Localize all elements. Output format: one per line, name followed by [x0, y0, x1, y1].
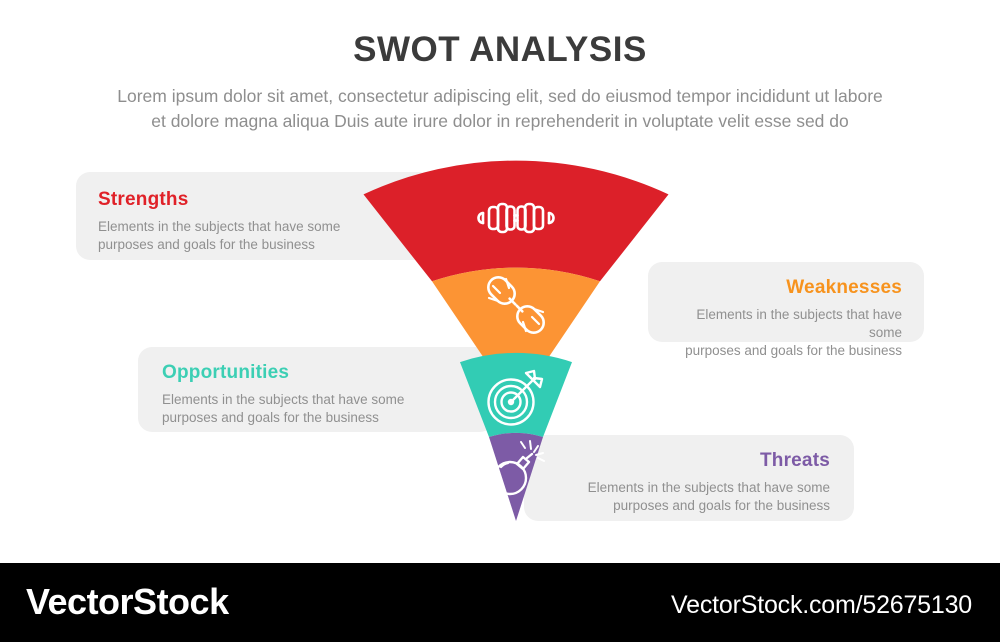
- page-subtitle: Lorem ipsum dolor sit amet, consectetur …: [50, 84, 950, 134]
- swot-card-strengths[interactable]: Strengths Elements in the subjects that …: [76, 172, 432, 260]
- card-description-strengths: Elements in the subjects that have some …: [98, 218, 412, 254]
- card-description-threats: Elements in the subjects that have some …: [544, 479, 830, 515]
- funnel-band-weaknesses[interactable]: [432, 267, 600, 363]
- vectorstock-logo: VectorStock: [26, 581, 229, 622]
- card-title-strengths: Strengths: [98, 189, 189, 210]
- card-description-weaknesses: Elements in the subjects that have some …: [668, 306, 902, 360]
- card-desc-line-1: Elements in the subjects that have some: [162, 392, 405, 407]
- vectorstock-url: VectorStock.com/52675130: [671, 591, 972, 619]
- card-desc-line-1: Elements in the subjects that have some: [696, 307, 902, 340]
- swot-card-weaknesses[interactable]: Weaknesses Elements in the subjects that…: [648, 262, 924, 358]
- card-desc-line-2: purposes and goals for the business: [613, 498, 830, 513]
- dumbbell-icon: [477, 202, 555, 234]
- card-desc-line-1: Elements in the subjects that have some: [98, 219, 341, 234]
- bomb-icon: [492, 440, 545, 496]
- card-desc-line-2: purposes and goals for the business: [98, 237, 315, 252]
- card-description-opportunities: Elements in the subjects that have some …: [162, 391, 474, 427]
- card-desc-line-1: Elements in the subjects that have some: [587, 480, 830, 495]
- header: SWOT ANALYSIS Lorem ipsum dolor sit amet…: [0, 28, 1000, 134]
- card-title-weaknesses: Weaknesses: [786, 277, 902, 298]
- swot-funnel-diagram: [350, 160, 690, 532]
- page-title: SWOT ANALYSIS: [353, 30, 647, 69]
- swot-card-threats[interactable]: Threats Elements in the subjects that ha…: [524, 435, 854, 521]
- subtitle-line-2: et dolore magna aliqua Duis aute irure d…: [151, 111, 849, 131]
- swot-card-opportunities[interactable]: Opportunities Elements in the subjects t…: [138, 347, 494, 432]
- subtitle-line-1: Lorem ipsum dolor sit amet, consectetur …: [117, 86, 883, 106]
- card-title-opportunities: Opportunities: [162, 362, 290, 383]
- broken-chain-icon: [487, 276, 545, 334]
- target-arrow-icon: [487, 369, 544, 426]
- card-title-threats: Threats: [759, 450, 830, 471]
- card-desc-line-2: purposes and goals for the business: [685, 343, 902, 358]
- card-desc-line-2: purposes and goals for the business: [162, 410, 379, 425]
- funnel-band-threats[interactable]: [489, 432, 543, 521]
- watermark-footer: VectorStock VectorStock.com/52675130: [0, 563, 1000, 642]
